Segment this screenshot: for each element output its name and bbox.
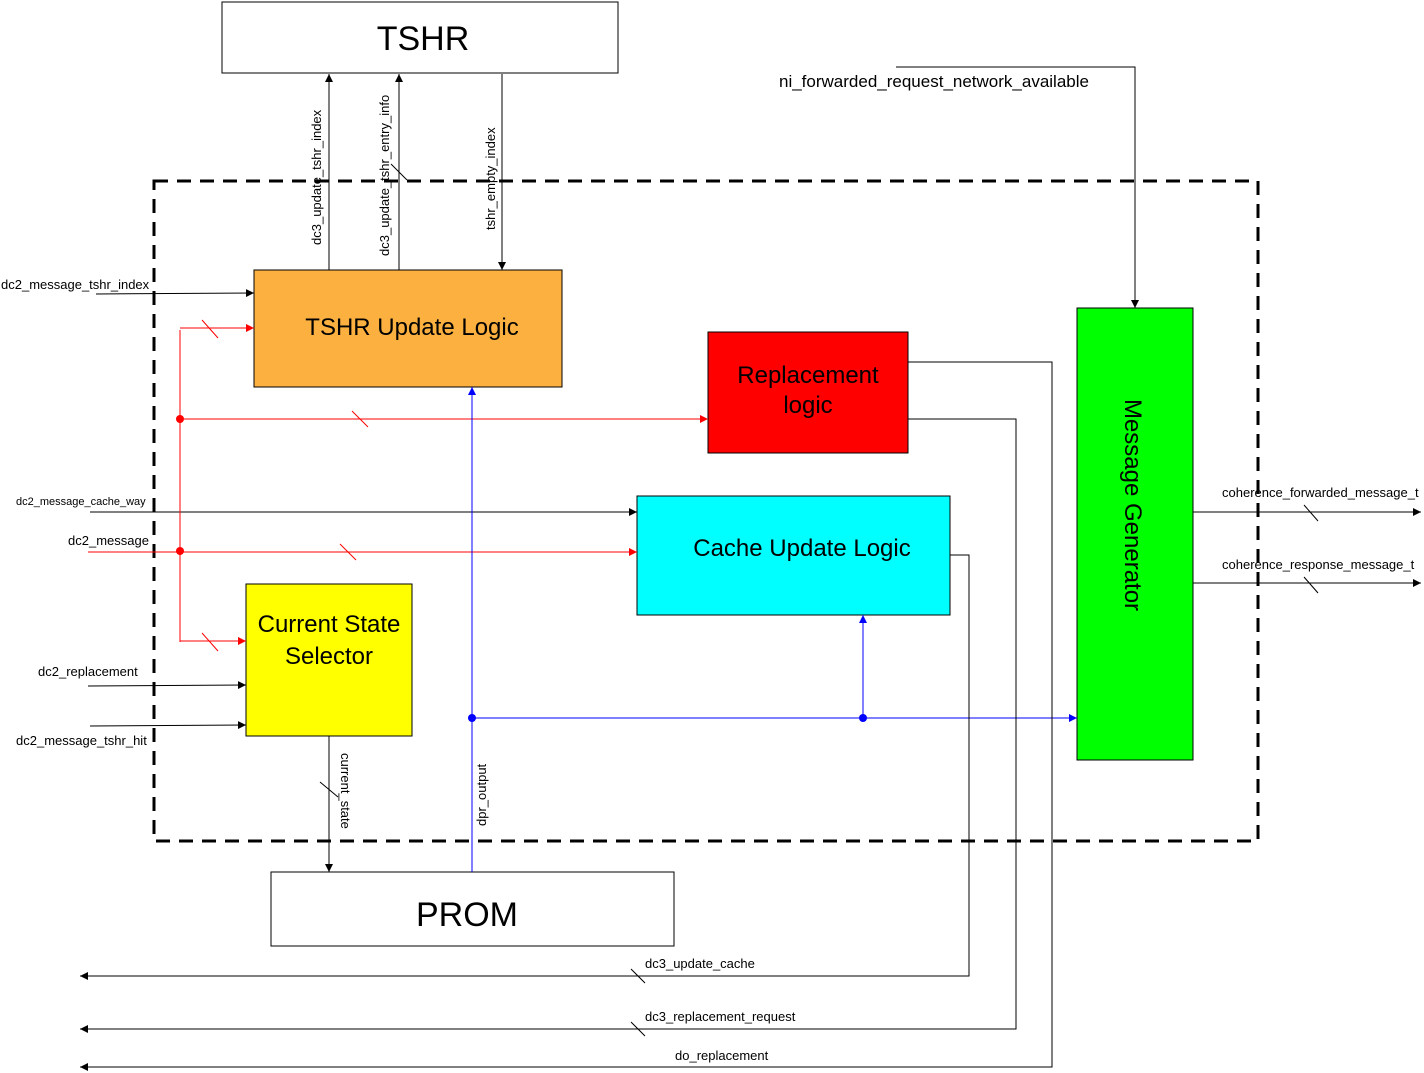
wire-dc2-message-tshr-index: dc2_message_tshr_index [1,277,255,298]
label-ni-forwarded-request-network-available: ni_forwarded_request_network_available [779,72,1089,91]
wire-dc3-update-cache: dc3_update_cache [80,554,970,984]
label-dc3-update-cache: dc3_update_cache [645,956,755,971]
prom-block: PROM [270,871,675,947]
wire-dc2-message: dc2_message [68,319,708,652]
wire-dc2-replacement: dc2_replacement [38,664,247,690]
prom-label: PROM [416,896,518,934]
label-dc2-message-tshr-index: dc2_message_tshr_index [1,277,150,292]
label-tshr-empty-index: tshr_empty_index [483,127,498,230]
cache-update-logic-block: Cache Update Logic [636,495,951,616]
wire-coherence-forwarded-message: coherence_forwarded_message_t [1193,485,1421,522]
replacement-logic-label-1: Replacement [737,362,879,389]
label-dpr-output: dpr_output [474,763,489,826]
label-coherence-response-message-t: coherence_response_message_t [1222,557,1415,572]
message-generator-label: Message Generator [1119,399,1146,611]
tshr-update-logic-label: TSHR Update Logic [305,314,518,341]
replacement-logic-block: Replacement logic [707,331,909,454]
label-dc2-message-cache-way: dc2_message_cache_way [16,496,146,508]
tshr-label: TSHR [377,20,470,58]
current-state-selector-label-2: Selector [285,643,373,670]
message-generator-block: Message Generator [1076,307,1194,761]
label-dc2-replacement: dc2_replacement [38,664,138,679]
wire-dc3-update-tshr-index: dc3_update_tshr_index [309,74,333,270]
module-boundary [152,179,1260,843]
wire-current-state: current_state [319,736,353,872]
tshr-update-logic-block: TSHR Update Logic [253,269,563,388]
label-current-state: current_state [338,753,353,829]
wire-dc2-message-tshr-hit: dc2_message_tshr_hit [16,721,247,748]
wire-ni-forwarded-request-network-available: ni_forwarded_request_network_available [779,66,1139,308]
wire-tshr-empty-index: tshr_empty_index [483,74,506,270]
wire-dc3-replacement-request: dc3_replacement_request [80,418,1017,1037]
wire-do-replacement: do_replacement [80,361,1053,1071]
label-coherence-forwarded-message-t: coherence_forwarded_message_t [1222,485,1419,500]
replacement-logic-label-2: logic [783,392,832,419]
label-dc2-message: dc2_message [68,533,149,548]
cache-update-logic-label: Cache Update Logic [693,535,910,562]
wire-dc2-message-cache-way: dc2_message_cache_way [16,496,637,516]
label-dc3-update-tshr-index: dc3_update_tshr_index [309,109,324,245]
label-dc2-message-tshr-hit: dc2_message_tshr_hit [16,733,147,748]
current-state-selector-label-1: Current State [258,611,401,638]
wire-dpr-output: dpr_output [468,387,1077,872]
label-do-replacement: do_replacement [675,1048,769,1063]
current-state-selector-block: Current State Selector [245,583,413,737]
label-dc3-update-tshr-entry-info: dc3_update_tshr_entry_info [377,95,392,256]
wire-dc3-update-tshr-entry-info: dc3_update_tshr_entry_info [377,74,408,270]
tshr-block: TSHR [221,1,619,74]
label-dc3-replacement-request: dc3_replacement_request [645,1009,796,1024]
wire-coherence-response-message: coherence_response_message_t [1193,557,1421,594]
